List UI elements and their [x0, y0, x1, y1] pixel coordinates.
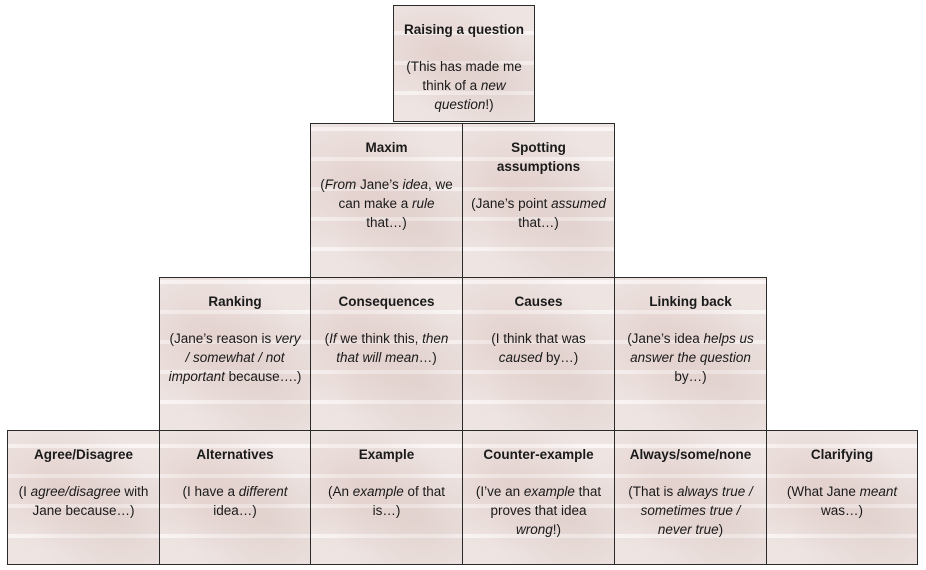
desc-text: was…): [820, 503, 863, 518]
cell-description: (I’ve an example that proves that idea w…: [471, 482, 606, 539]
emphasis-text: then that will mean: [336, 331, 449, 365]
emphasis-text: meant: [859, 484, 898, 499]
desc-text: of that is…): [372, 484, 446, 518]
desc-text: that…): [518, 215, 559, 230]
desc-text: (: [324, 331, 330, 346]
desc-text: …): [418, 350, 437, 365]
cell-description: (I agree/disagree with Jane because…): [16, 482, 151, 520]
desc-text: that proves that idea: [490, 484, 602, 518]
cell-description: (An example of that is…): [319, 482, 454, 520]
desc-text: because….): [224, 369, 302, 384]
emphasis-text: assumed: [551, 196, 606, 211]
cell-title: Spotting assumptions: [496, 140, 581, 174]
emphasis-text: helps us answer the question: [630, 331, 754, 365]
desc-text: (I have a: [182, 484, 239, 499]
cell-description: (Jane’s reason is very / somewhat / not …: [168, 329, 302, 386]
cell-description: (If we think this, then that will mean…): [319, 329, 454, 367]
emphasis-text: very / somewhat / not important: [168, 331, 301, 384]
cell-title: Causes: [514, 294, 563, 309]
cell-description: (Jane’s idea helps us answer the questio…: [623, 329, 758, 386]
desc-text: (That is: [628, 484, 677, 499]
emphasis-text: If: [329, 331, 337, 346]
cell-causes: Causes (I think that was caused by…): [462, 277, 615, 431]
desc-text: !): [485, 97, 494, 112]
emphasis-text: idea: [402, 177, 429, 192]
desc-text: (I think that was: [491, 331, 586, 346]
desc-text: (This has made me think of a: [406, 59, 522, 93]
cell-description: (From Jane’s idea, we can make a rule th…: [319, 175, 454, 232]
cell-description: (I have a different idea…): [168, 482, 302, 520]
desc-text: (Jane’s idea: [627, 331, 704, 346]
emphasis-text: rule: [412, 196, 435, 211]
desc-text: with Jane because…): [32, 484, 149, 518]
desc-text: that…): [366, 215, 407, 230]
cell-spotting-assumptions: Spotting assumptions (Jane’s point assum…: [462, 123, 615, 278]
cell-ranking: Ranking (Jane’s reason is very / somewha…: [159, 277, 311, 431]
cell-counter-example: Counter-example (I’ve an example that pr…: [462, 430, 615, 565]
desc-text: we think this,: [336, 331, 423, 346]
cell-description: (Jane’s point assumed that…): [471, 194, 606, 232]
cell-title: Example: [358, 447, 415, 462]
desc-text: (Jane’s reason is: [169, 331, 276, 346]
desc-text: by…): [674, 369, 707, 384]
cell-linking-back: Linking back (Jane’s idea helps us answe…: [614, 277, 767, 431]
cell-title: Ranking: [208, 294, 262, 309]
desc-text: (I’ve an: [475, 484, 524, 499]
desc-text: (What Jane: [786, 484, 860, 499]
cell-description: (I think that was caused by…): [471, 329, 606, 367]
cell-maxim: Maxim (From Jane’s idea, we can make a r…: [310, 123, 463, 278]
emphasis-text: agree/disagree: [30, 484, 121, 499]
cell-agree-disagree: Agree/Disagree (I agree/disagree with Ja…: [7, 430, 160, 565]
desc-text: (An: [327, 484, 353, 499]
emphasis-text: always true / sometimes true / never tru…: [640, 484, 753, 537]
cell-raising-a-question: Raising a question (This has made me thi…: [393, 5, 535, 122]
emphasis-text: example: [523, 484, 575, 499]
cell-description: (What Jane meant was…): [775, 482, 909, 520]
cell-title: Raising a question: [403, 22, 525, 37]
desc-text: (Jane’s point: [471, 196, 552, 211]
desc-text: (I: [18, 484, 31, 499]
desc-text: !): [552, 522, 562, 537]
emphasis-text: new question: [434, 78, 506, 112]
cell-description: (That is always true / sometimes true / …: [623, 482, 758, 539]
desc-text: Jane’s: [356, 177, 403, 192]
desc-text: , we can make a: [338, 177, 453, 211]
cell-title: Maxim: [365, 140, 408, 155]
desc-text: idea…): [213, 503, 257, 518]
cell-clarifying: Clarifying (What Jane meant was…): [766, 430, 918, 565]
cell-title: Alternatives: [196, 447, 274, 462]
cell-consequences: Consequences (If we think this, then tha…: [310, 277, 463, 431]
cell-title: Linking back: [649, 294, 732, 309]
cell-title: Always/some/none: [629, 447, 752, 462]
cell-title: Clarifying: [810, 447, 874, 462]
desc-text: (: [320, 177, 325, 192]
cell-description: (This has made me think of a new questio…: [402, 57, 526, 114]
desc-text: by…): [542, 350, 579, 365]
emphasis-text: wrong: [515, 522, 553, 537]
emphasis-text: caused: [498, 350, 543, 365]
cell-title: Counter-example: [483, 447, 594, 462]
desc-text: ): [718, 522, 724, 537]
emphasis-text: From: [324, 177, 357, 192]
emphasis-text: example: [352, 484, 404, 499]
cell-alternatives: Alternatives (I have a different idea…): [159, 430, 311, 565]
emphasis-text: different: [238, 484, 288, 499]
cell-title: Consequences: [338, 294, 435, 309]
cell-example: Example (An example of that is…): [310, 430, 463, 565]
cell-always-some-none: Always/some/none (That is always true / …: [614, 430, 767, 565]
cell-title: Agree/Disagree: [33, 447, 134, 462]
